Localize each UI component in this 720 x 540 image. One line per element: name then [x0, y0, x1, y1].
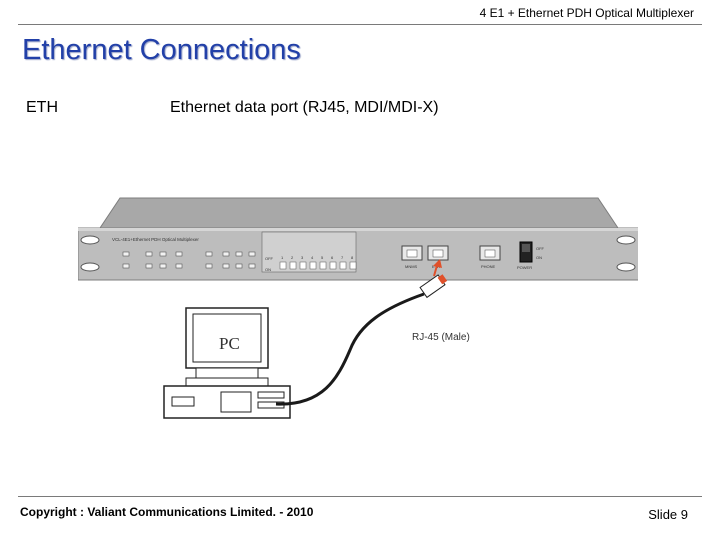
- term-label: ETH: [26, 99, 58, 116]
- dip-switch-keys: [279, 261, 357, 270]
- rj45-connector: [419, 274, 448, 299]
- switch-on-label: ON: [536, 255, 542, 260]
- dip-number-1: 1: [281, 255, 284, 260]
- dip-number-3: 3: [301, 255, 304, 260]
- port-label-phone: PHONE: [481, 264, 496, 269]
- device-label: VCL-4E1+Ethernet PDH Optical Multiplexer: [112, 237, 199, 242]
- rj45-port-mnms: [401, 245, 423, 261]
- port-label-mnms: MNMS: [405, 264, 418, 269]
- header-divider: [18, 24, 702, 25]
- footer-divider: [18, 496, 702, 497]
- dip-number-5: 5: [321, 255, 324, 260]
- pc-monitor: [185, 307, 269, 379]
- slide-number: Slide 9: [648, 507, 688, 522]
- connection-diagram: VCL-4E1+Ethernet PDH Optical Multiplexer…: [78, 197, 638, 419]
- dip-number-4: 4: [311, 255, 314, 260]
- dip-number-8: 8: [351, 255, 354, 260]
- front-led-group: [122, 251, 256, 269]
- dip-number-7: 7: [341, 255, 344, 260]
- dip-off-label: OFF: [265, 256, 274, 261]
- power-label: POWER: [517, 265, 532, 270]
- rj45-port-phone: [479, 245, 501, 261]
- rj45-port-eth: [427, 245, 449, 261]
- ethernet-cable: [275, 292, 425, 406]
- dip-number-6: 6: [331, 255, 334, 260]
- term-definition: Ethernet data port (RJ45, MDI/MDI-X): [170, 99, 439, 116]
- connector-label: RJ-45 (Male): [412, 332, 470, 343]
- multiplexer-chassis: [78, 197, 638, 281]
- pc-label: PC: [219, 334, 240, 353]
- slide-title: Ethernet Connections: [22, 34, 301, 66]
- dip-on-label: ON: [265, 267, 271, 272]
- copyright-text: Copyright : Valiant Communications Limit…: [20, 505, 314, 519]
- pc-base-unit: [163, 377, 291, 419]
- switch-off-label: OFF: [536, 246, 545, 251]
- dip-number-2: 2: [291, 255, 294, 260]
- header-title: 4 E1 + Ethernet PDH Optical Multiplexer: [479, 6, 694, 20]
